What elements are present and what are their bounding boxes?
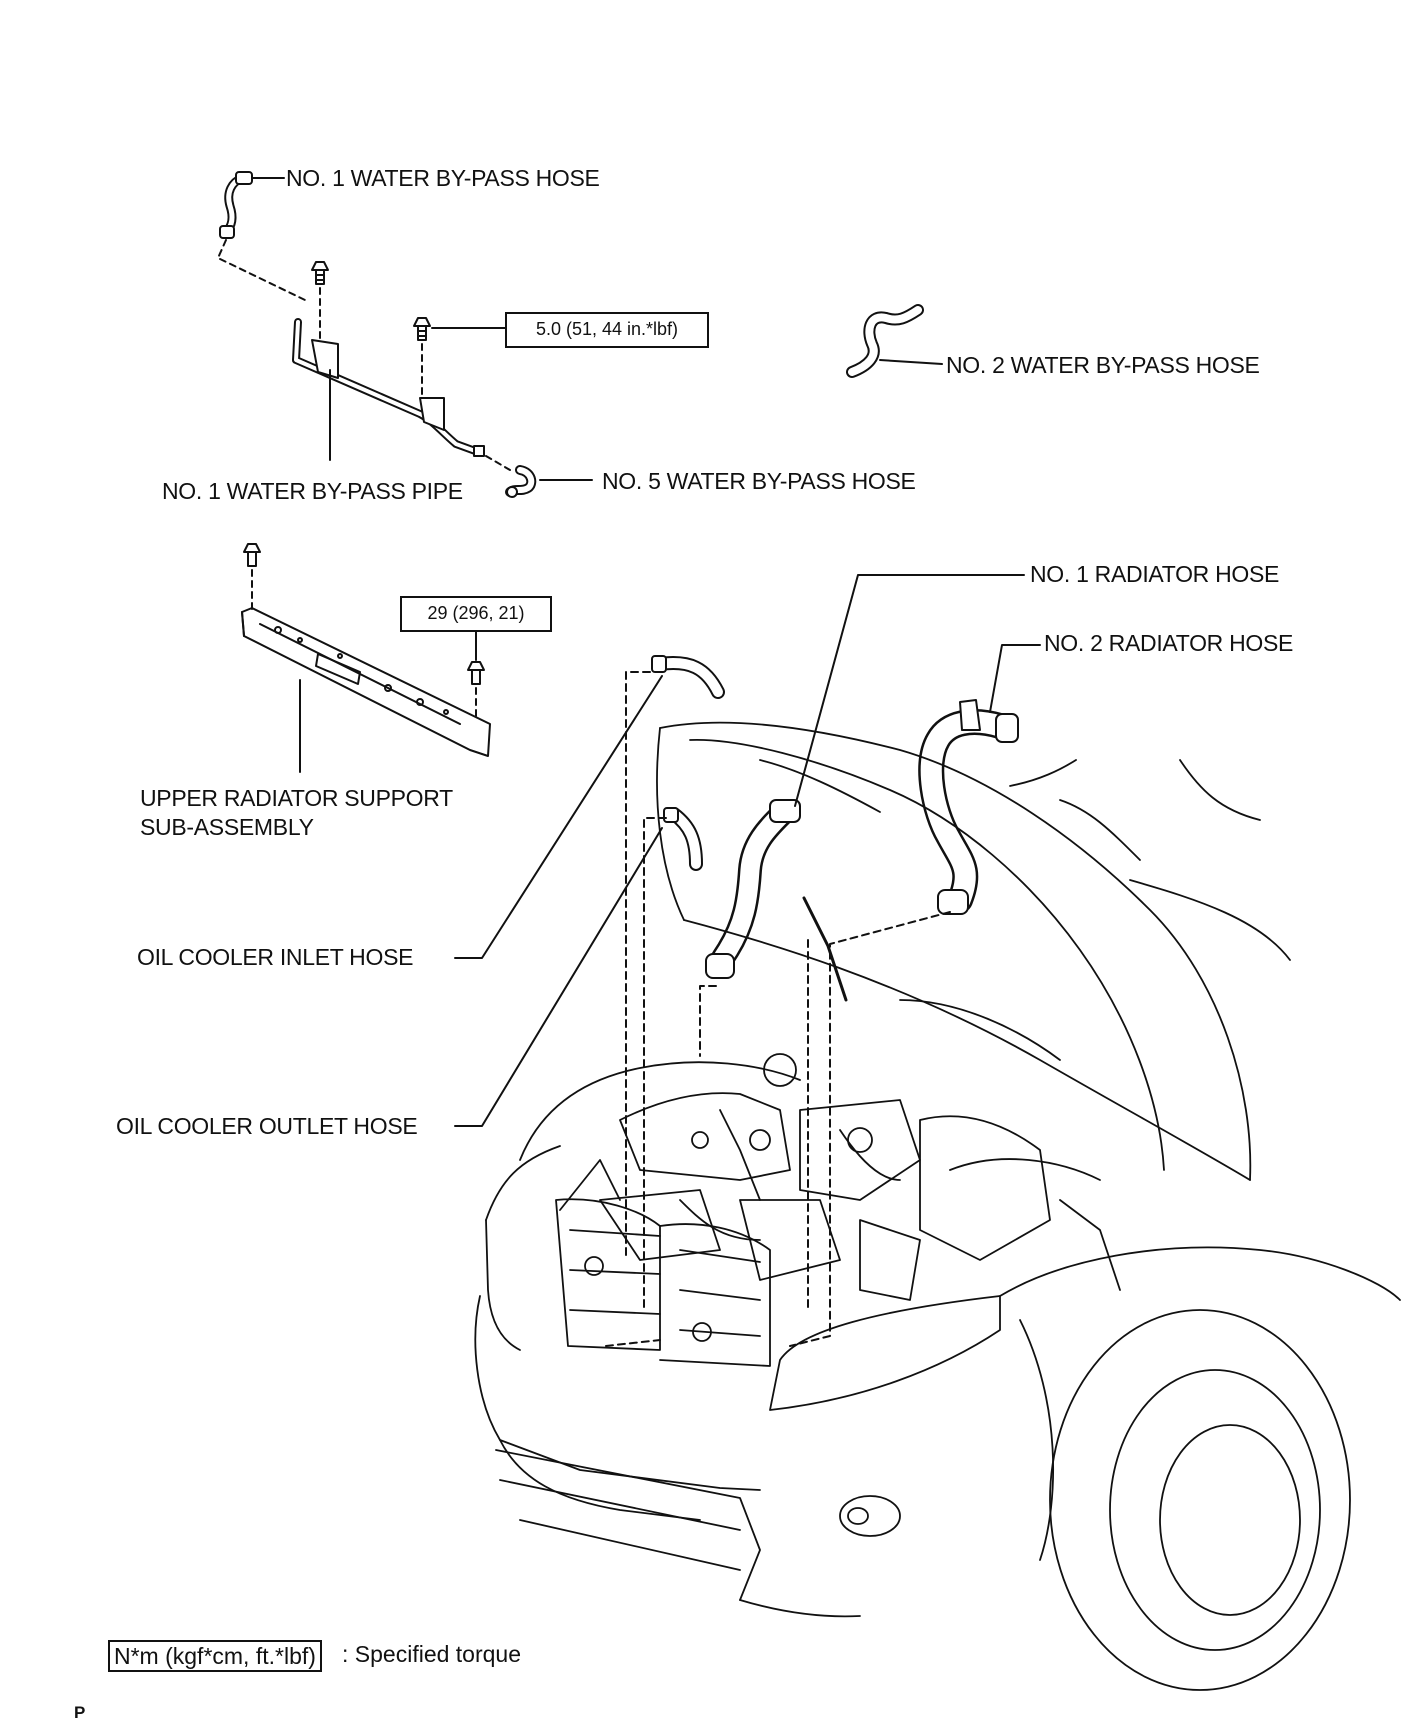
- dashed-no1-hose: [217, 239, 306, 301]
- label-no1-water-bypass-pipe: NO. 1 WATER BY-PASS PIPE: [162, 478, 463, 504]
- support-bolt-left: [243, 543, 261, 567]
- no1-radiator-hose-part: [705, 799, 801, 979]
- pipe-bolt-1: [311, 261, 329, 285]
- no1-water-bypass-hose-part: [219, 171, 253, 239]
- oil-cooler-inlet-hose-part: [651, 655, 725, 699]
- no5-water-bypass-hose-part: [505, 465, 537, 498]
- dashed-inlet: [625, 671, 651, 1261]
- label-no5-water-bypass-hose: NO. 5 WATER BY-PASS HOSE: [602, 468, 916, 494]
- legend-description: : Specified torque: [342, 1641, 522, 1667]
- oil-cooler-outlet-hose-part: [663, 807, 703, 871]
- no2-radiator-hose-part: [918, 699, 1019, 915]
- leader-oil-inlet: [454, 675, 663, 959]
- footer-code: P: [74, 1703, 86, 1722]
- label-upper-radiator-support-2: SUB-ASSEMBLY: [140, 814, 314, 840]
- torque-box-radiator-support: 29 (296, 21): [400, 596, 552, 632]
- leader-no2-bypass: [879, 359, 943, 365]
- torque-box-bypass-pipe: 5.0 (51, 44 in.*lbf): [505, 312, 709, 348]
- label-oil-cooler-outlet-hose: OIL COOLER OUTLET HOSE: [116, 1113, 418, 1139]
- legend-unit-box: N*m (kgf*cm, ft.*lbf): [108, 1640, 322, 1672]
- vehicle-illustration: [474, 721, 1401, 1691]
- pipe-bolt-2: [413, 317, 431, 341]
- label-no1-water-bypass-hose: NO. 1 WATER BY-PASS HOSE: [286, 165, 600, 191]
- leader-no2-radiator: [989, 644, 1041, 713]
- upper-radiator-support-part: [241, 607, 491, 757]
- label-upper-radiator-support-1: UPPER RADIATOR SUPPORT: [140, 785, 453, 811]
- no1-water-bypass-pipe-part: [292, 318, 485, 457]
- leader-no1-radiator: [794, 574, 1025, 807]
- label-no1-radiator-hose: NO. 1 RADIATOR HOSE: [1030, 561, 1280, 587]
- label-no2-water-bypass-hose: NO. 2 WATER BY-PASS HOSE: [946, 352, 1260, 378]
- label-no2-radiator-hose: NO. 2 RADIATOR HOSE: [1044, 630, 1294, 656]
- label-oil-cooler-inlet-hose: OIL COOLER INLET HOSE: [137, 944, 414, 970]
- leader-oil-outlet: [454, 827, 663, 1127]
- support-bolt-right: [467, 661, 485, 685]
- no2-water-bypass-hose-part: [846, 304, 924, 378]
